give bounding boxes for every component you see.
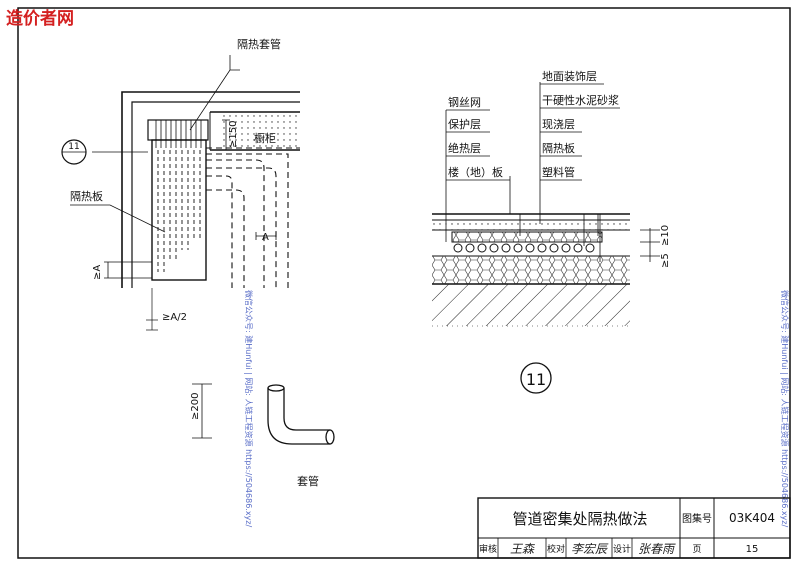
insulation-board-block: [151, 139, 207, 281]
sleeve-tubes: [155, 120, 202, 148]
pipes-inside-block: [157, 150, 201, 272]
sleeve-detail-label: 套管: [297, 474, 319, 488]
layer-label-slab: 楼（地）板: [448, 165, 503, 179]
layer-label-board: 隔热板: [542, 141, 575, 155]
sleeve-top-block: [147, 119, 209, 141]
section-detail: [432, 82, 660, 327]
sleeve-leader: [189, 55, 240, 131]
wall-outer: [121, 91, 300, 288]
leader-underlines: [446, 83, 620, 181]
check-label: 校对: [547, 543, 565, 555]
dashed-pipes-outside: [206, 147, 300, 288]
layer-label-castinplace: 现浇层: [542, 118, 575, 131]
title-block: [477, 497, 791, 559]
atlas-label: 图集号: [682, 512, 712, 525]
review-label: 审核: [479, 543, 497, 555]
dim-A: A: [262, 232, 269, 243]
pipes-row: [453, 243, 595, 253]
dim-A-left: ≥A: [92, 265, 103, 280]
layer-label-protective: 保护层: [448, 117, 481, 131]
dim-150: ≥150: [228, 121, 239, 148]
callout-number-left: 11: [68, 142, 79, 152]
dim-200: ≥200: [190, 393, 201, 420]
plan-detail: [70, 55, 300, 331]
cabinet-label: 橱柜: [254, 131, 276, 145]
layer-label-plastic-pipe: 塑料管: [542, 165, 575, 179]
insulation-board-label: 隔热板: [70, 189, 103, 203]
design-sign: 张春雨: [638, 542, 676, 556]
design-label: 设计: [613, 543, 631, 555]
board-leader: [70, 204, 166, 233]
page-label: 页: [692, 544, 701, 555]
dim-A-half: ≥A/2: [162, 312, 187, 323]
detail-number: 11: [526, 370, 546, 389]
review-sign: 王森: [510, 542, 535, 556]
sleeve-elbow: [192, 383, 335, 445]
detail-number-circle: [520, 362, 552, 394]
cabinet-hatch: [222, 114, 300, 148]
layer-label-wire-mesh: 钢丝网: [448, 96, 481, 109]
drawing-frame: [17, 7, 791, 559]
check-sign: 李宏辰: [571, 542, 609, 556]
side-watermark-right: 微信公众号: 建Hunfui | 网站: 人链工程资源 https://5046…: [780, 290, 790, 527]
page-number: 15: [746, 544, 759, 555]
layer-label-finish: 地面装饰层: [542, 69, 597, 83]
drawing-title: 管道密集处隔热做法: [512, 510, 647, 528]
layer-label-mortar: 干硬性水泥砂浆: [542, 93, 619, 107]
atlas-number: 03K404: [729, 511, 775, 525]
dim-5: ≥5: [660, 253, 671, 268]
site-watermark: 造价者网: [6, 8, 74, 29]
side-watermark-left: 微信公众号: 建Hunfui | 网站: 人链工程资源 https://5046…: [244, 290, 254, 527]
layer-label-thermal: 绝热层: [448, 141, 481, 155]
sleeve-label: 隔热套管: [237, 37, 281, 51]
dim-10: ≥10: [660, 225, 671, 246]
wall-inner: [131, 101, 300, 288]
